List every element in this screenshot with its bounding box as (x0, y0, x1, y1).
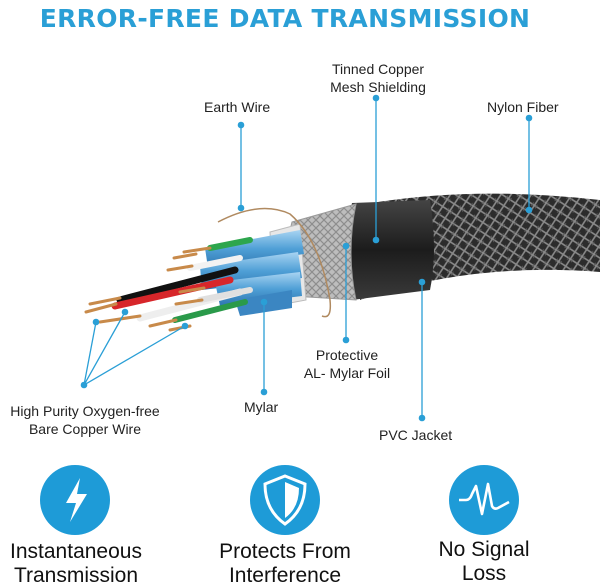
earth-wire (217, 207, 332, 318)
label-pvc-jacket: PVC Jacket (379, 427, 453, 443)
callout-lines (83, 98, 530, 418)
callout-dots (80, 94, 533, 422)
label-mylar: Mylar (244, 399, 279, 415)
label-nylon-fiber: Nylon Fiber (487, 99, 559, 115)
lightning-bolt-icon (40, 465, 110, 535)
pvc-jacket-band (346, 200, 434, 300)
shield-icon (250, 465, 320, 535)
label-earth-wire: Earth Wire (204, 99, 271, 115)
signal-wave-icon (449, 465, 519, 535)
page-title: ERROR-FREE DATA TRANSMISSION (39, 4, 531, 33)
copper-tips (84, 246, 212, 332)
color-coded-wires (111, 237, 253, 323)
